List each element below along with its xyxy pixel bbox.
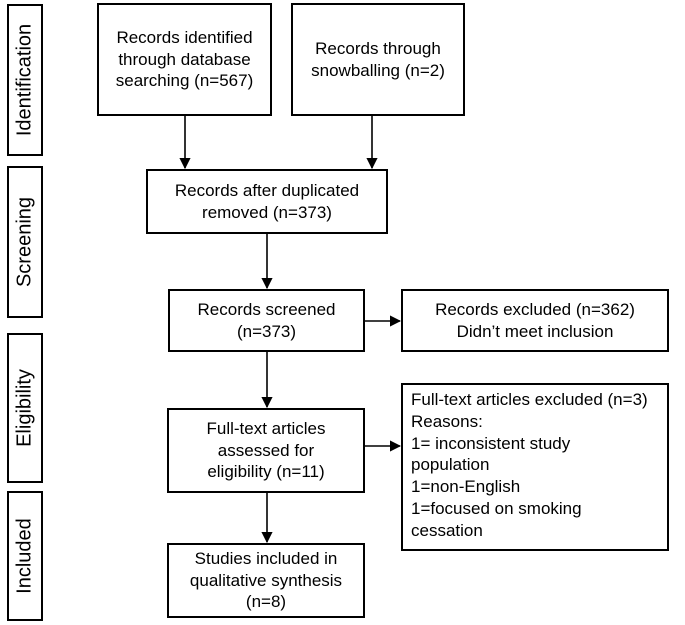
box-line: eligibility (n=11): [207, 462, 325, 482]
box-line: 1=non-English: [411, 477, 521, 496]
stage-screening: Screening: [7, 166, 43, 318]
stage-included: Included: [7, 491, 43, 621]
box-line: Records after duplicated: [174, 180, 360, 200]
box-duplicates-removed: Records after duplicated removed (n=373): [146, 169, 388, 234]
box-line: removed (n=373): [202, 202, 332, 222]
stage-eligibility: Eligibility: [7, 333, 43, 483]
box-line: cessation: [411, 520, 483, 540]
box-records-excluded: Records excluded (n=362) Didn’t meet inc…: [401, 289, 669, 352]
stage-identification: Identification: [7, 4, 43, 156]
box-line: snowballing (n=2): [311, 60, 445, 80]
box-line: 1=focused on smoking: [411, 498, 582, 518]
box-line: through database: [118, 49, 251, 69]
box-studies-included: Studies included in qualitative synthesi…: [167, 543, 365, 618]
box-line: population: [411, 455, 490, 475]
box-line: assessed for: [217, 440, 315, 460]
box-line: Reasons:: [411, 411, 483, 431]
box-line: Full-text articles excluded (n=3): [411, 390, 648, 409]
box-fulltext-assessed: Full-text articles assessed for eligibil…: [167, 408, 365, 493]
box-line: Didn’t meet inclusion: [456, 321, 614, 341]
box-line: Records through: [315, 38, 441, 58]
box-line: Records screened: [197, 299, 336, 319]
box-line: qualitative synthesis: [189, 570, 343, 590]
box-line: Records excluded (n=362): [435, 299, 635, 319]
box-line: Full-text articles: [206, 418, 326, 438]
box-line: (n=373): [236, 321, 297, 341]
box-database-search: Records identified through database sear…: [97, 3, 272, 116]
box-snowballing: Records through snowballing (n=2): [291, 3, 465, 116]
box-line: 1= inconsistent study: [411, 433, 571, 453]
box-line: searching (n=567): [115, 71, 254, 91]
box-records-screened: Records screened (n=373): [168, 289, 365, 352]
box-line: (n=8): [245, 592, 287, 612]
box-line: Studies included in: [194, 548, 338, 568]
box-fulltext-excluded: Full-text articles excluded (n=3) Reason…: [401, 383, 669, 551]
box-line: Records identified: [116, 27, 253, 47]
